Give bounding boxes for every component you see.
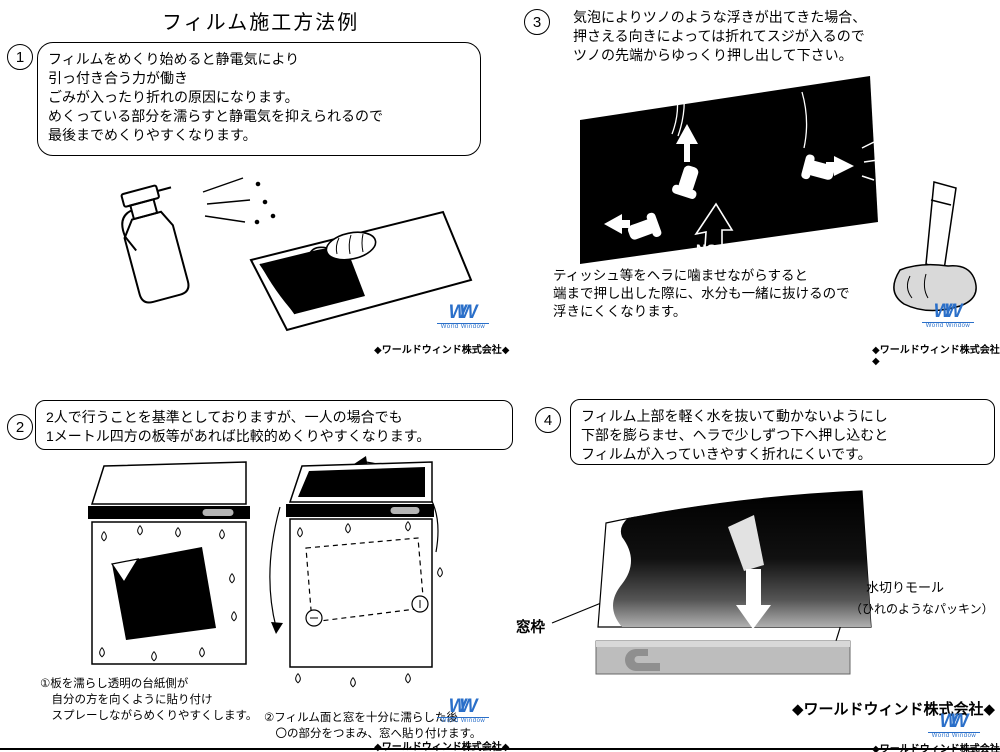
squeegee-tissue-illustration [893,181,977,312]
window-application-illustration [269,456,443,688]
drip-molding-sub-label: （ひれのようなパッキン） [850,602,994,616]
step-4-badge: 4 [535,407,561,433]
squeegee-right-icon [801,154,854,180]
world-window-logo-1: WW World Window [437,303,489,330]
step-4-number: 4 [543,411,553,429]
step-2-caption-2: ②フィルム面と窓を十分に濡らした後 〇の部分をつまみ、窓へ貼り付けます。 [264,712,482,740]
ng-label: NG [696,241,717,257]
squeegee-left-icon [604,212,662,240]
world-window-logo-4: WW World Window [928,712,980,739]
logo-ww-text: WW [448,696,478,717]
logo-subtitle: World Window [928,732,980,739]
squeegee-icon [728,515,764,571]
window-frame-label: 窓枠 [516,620,545,636]
page-title: フィルム施工方法例 [162,12,360,34]
squeegee-up-icon [672,124,699,199]
step-1-badge: 1 [7,44,33,70]
company-name-4: ◆ワールドウィンド株式会社◆ [872,740,1000,752]
world-window-logo-2: WW World Window [922,302,974,329]
company-name-large: ◆ワールドウィンド株式会社◆ [792,701,996,718]
bubble-removal-illustration: NG [580,76,879,264]
logo-ww-text: WW [933,301,963,322]
drip-molding-label: 水切りモール [866,580,945,595]
down-arrow-icon [736,569,771,629]
logo-subtitle: World Window [922,322,974,329]
company-name-2: ◆ワールドウィンド株式会社◆ [872,345,1000,367]
logo-ww-text: WW [448,302,478,323]
step-2-caption-1: ①板を濡らし透明の台紙側が 自分の方を向くように貼り付け スプレーしながらめくり… [40,678,258,722]
step-4-instructions: フィルム上部を軽く水を抜いて動かないようにし 下部を膨らませ、ヘラで少しずつ下へ… [570,399,995,465]
logo-subtitle: World Window [437,323,489,330]
logo-subtitle: World Window [437,717,489,724]
step-3-note: ティッシュ等をヘラに噛ませながらすると 端まで押し出した際に、水分も一緒に抜ける… [553,268,850,319]
film-insertion-illustration [551,490,872,675]
spray-bottle-film-illustration [120,177,473,332]
packing-fin [625,649,660,671]
logo-ww-text: WW [939,711,969,732]
step-1-instructions: フィルムをめくり始めると静電気により 引っ付き合う力が働き ごみが入ったり折れの… [37,42,481,156]
bottom-border-line [0,748,1000,750]
board-application-illustration [88,461,250,665]
company-name-3: ◆ワールドウィンド株式会社◆ [374,742,510,752]
step-2-badge: 2 [7,414,33,440]
step-3-badge: 3 [524,9,550,35]
step-1-number: 1 [15,48,25,66]
ng-arrow-outline [694,202,734,263]
world-window-logo-3: WW World Window [437,697,489,724]
splash-lines [861,141,879,181]
step-2-number: 2 [15,418,25,436]
step-2-instructions: 2人で行うことを基準としておりますが、一人の場合でも 1メートル四方の板等があれ… [35,400,513,450]
step-3-instructions: 気泡によりツノのような浮きが出てきた場合、 押さえる向きによっては折れてスジが入… [573,9,867,63]
company-name-1: ◆ワールドウィンド株式会社◆ [374,345,510,356]
step-3-number: 3 [532,13,542,31]
